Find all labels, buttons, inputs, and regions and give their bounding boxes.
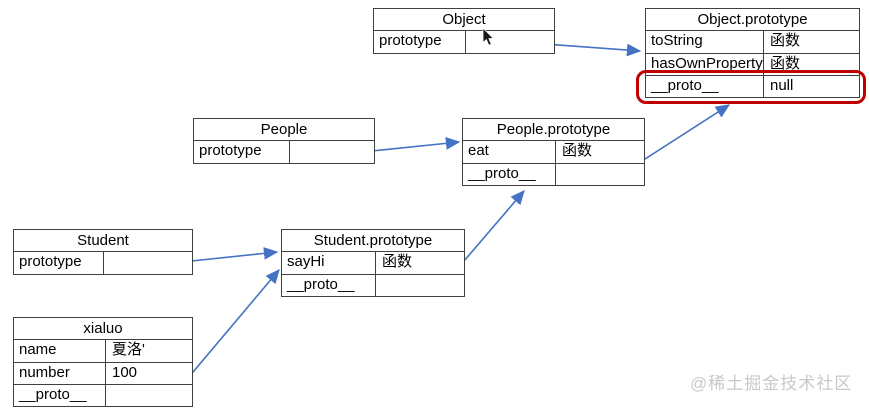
table-xialuo-title: xialuo [14, 318, 192, 340]
table-row: prototype [374, 31, 554, 53]
cell-value [556, 164, 644, 185]
cell-value: 函数 [562, 142, 593, 159]
cell-key: __proto__ [282, 275, 376, 296]
table-people-prototype: People.prototype eat 函数 __proto__ [462, 118, 645, 186]
cell-key: eat [463, 141, 556, 163]
table-object: Object prototype [373, 8, 555, 54]
cell-key: sayHi [282, 252, 376, 274]
cell-key: prototype [14, 252, 104, 274]
table-row: hasOwnProperty 函数 [646, 53, 859, 75]
table-student: Student prototype [13, 229, 193, 275]
cell-key: __proto__ [463, 164, 556, 185]
watermark-text: @稀土掘金技术社区 [690, 374, 853, 393]
table-row: eat 函数 [463, 141, 644, 163]
cell-value [104, 252, 192, 274]
table-row: toString 函数 [646, 31, 859, 53]
table-row: __proto__ [14, 384, 192, 406]
table-row: __proto__ [463, 163, 644, 185]
table-object-prototype: Object.prototype toString 函数 hasOwnPrope… [645, 8, 860, 98]
table-student-title: Student [14, 230, 192, 252]
cell-value: null [770, 77, 794, 94]
cell-value: 函数 [770, 55, 801, 72]
cell-key: name [14, 340, 106, 362]
cell-value: 函数 [382, 253, 413, 270]
table-row: sayHi 函数 [282, 252, 464, 274]
table-student-prototype: Student.prototype sayHi 函数 __proto__ [281, 229, 465, 297]
cell-key: number [14, 363, 106, 384]
table-student-prototype-title: Student.prototype [282, 230, 464, 252]
cell-value [290, 141, 374, 163]
cell-key: prototype [194, 141, 290, 163]
cell-key: toString [646, 31, 764, 53]
table-row: number 100 [14, 362, 192, 384]
cell-value: 夏洛' [112, 341, 145, 358]
table-object-title: Object [374, 9, 554, 31]
cell-value: 函数 [770, 32, 801, 49]
table-row: prototype [14, 252, 192, 274]
table-people-title: People [194, 119, 374, 141]
cell-value [466, 31, 554, 53]
cell-key: __proto__ [646, 76, 764, 97]
table-people: People prototype [193, 118, 375, 164]
cell-value: 100 [112, 364, 138, 381]
table-object-prototype-title: Object.prototype [646, 9, 859, 31]
cell-key: hasOwnProperty [646, 54, 764, 75]
cell-value [376, 275, 464, 296]
table-row-proto-null: __proto__ null [646, 75, 859, 97]
table-people-prototype-title: People.prototype [463, 119, 644, 141]
table-xialuo: xialuo name 夏洛' number 100 __proto__ [13, 317, 193, 407]
cell-key: __proto__ [14, 385, 106, 406]
table-row: name 夏洛' [14, 340, 192, 362]
table-row: prototype [194, 141, 374, 163]
cell-value [106, 385, 192, 406]
table-row: __proto__ [282, 274, 464, 296]
cell-key: prototype [374, 31, 466, 53]
